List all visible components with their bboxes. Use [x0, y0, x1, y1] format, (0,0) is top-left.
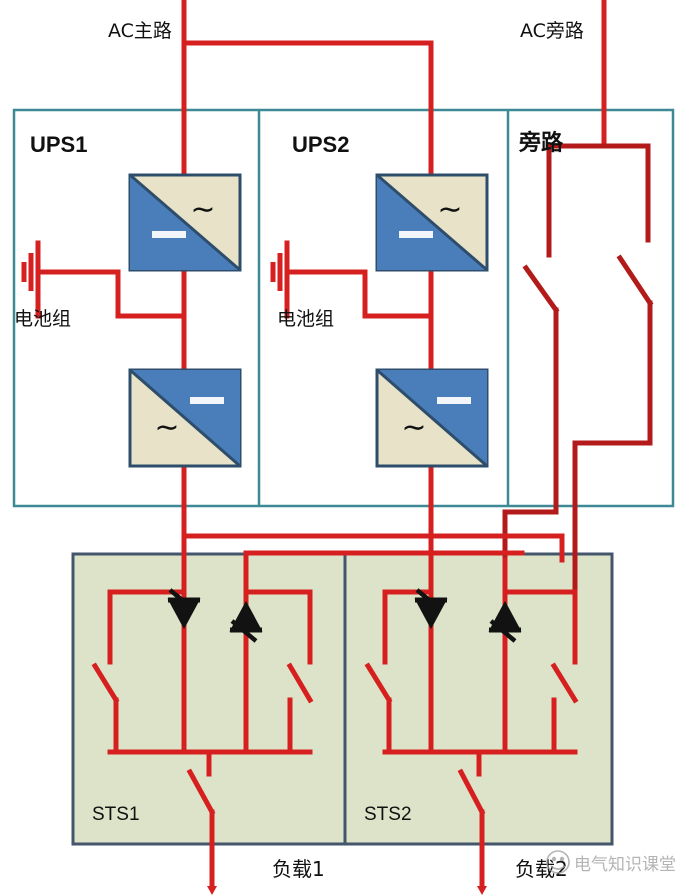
circle-logo-dot-right: [559, 856, 565, 862]
sts2-thyristor-forward: [414, 588, 448, 630]
ups-enclosure-outline: [12, 108, 675, 508]
sts-enclosure-outline: [71, 552, 614, 846]
ups1-rectifier-block: ∼: [128, 173, 242, 272]
label-load1: 负载1: [272, 857, 325, 881]
inverter-2-dc-symbol: [437, 397, 471, 404]
label-sts2: STS2: [364, 804, 412, 825]
sts1-thyristor-forward: [167, 588, 201, 630]
sts2-wiring: [364, 551, 579, 879]
label-ac-main: AC主路: [108, 20, 172, 42]
ups1-inverter-block: ∼: [128, 368, 242, 468]
rectifier-1-ac-symbol: ∼: [190, 193, 215, 226]
ups1-wiring: [35, 240, 187, 557]
inverter-1-diagonal: [129, 368, 241, 468]
label-ups1-title: UPS1: [30, 132, 87, 157]
ac-main-feed-wiring: [181, 0, 434, 178]
rectifier-2-diagonal: [376, 173, 488, 272]
label-ups1-battery: 电池组: [14, 308, 71, 330]
label-ups2-battery: 电池组: [277, 308, 334, 330]
load-arrows: [207, 812, 487, 895]
bypass-switch-b-blade[interactable]: [616, 254, 654, 307]
label-ac-bypass: AC旁路: [520, 20, 584, 42]
diagram-labels: AC主路 AC旁路 UPS1 UPS2 旁路 电池组 电池组 STS1 STS2…: [14, 20, 584, 881]
rectifier-1-dc-symbol: [152, 231, 186, 238]
inverter-2-diagonal: [376, 368, 488, 468]
sts1-switch-left-blade[interactable]: [91, 662, 120, 704]
circle-logo-dot-left: [551, 856, 557, 862]
ups-to-sts-bus-wiring: [181, 533, 565, 595]
inverter-1-dc-symbol: [190, 397, 224, 404]
circle-logo-smile: [550, 865, 566, 870]
rectifier-2-ac-symbol: ∼: [437, 193, 462, 226]
ups2-rectifier-block: ∼: [375, 173, 489, 272]
sts2-switch-left-blade[interactable]: [364, 662, 393, 704]
rectifier-2-dc-symbol: [399, 231, 433, 238]
label-sts1: STS1: [92, 804, 140, 825]
sts2-switch-right-blade[interactable]: [550, 662, 579, 704]
sts2-thyristor-reverse: [488, 600, 522, 643]
ups2-wiring: [284, 240, 434, 557]
thyristor-gate-up-1: [168, 588, 195, 611]
watermark: 电气知识课堂: [546, 850, 676, 875]
ups1-battery-symbol: [21, 253, 34, 291]
inverter-2-ac-symbol: ∼: [401, 411, 426, 444]
sts1-thyristor-reverse: [229, 600, 263, 643]
thyristor-gate-down-2: [489, 619, 517, 643]
circle-logo-icon: [546, 850, 570, 874]
label-ups2-title: UPS2: [292, 132, 349, 157]
sts1-output-switch-blade[interactable]: [186, 768, 216, 816]
inverter-1-ac-symbol: ∼: [154, 411, 179, 444]
watermark-text: 电气知识课堂: [574, 855, 676, 875]
sts1-switch-right-blade[interactable]: [286, 662, 314, 704]
thyristor-gate-down-1: [230, 619, 258, 643]
ups2-inverter-block: ∼: [375, 368, 489, 468]
label-bypass-title: 旁路: [518, 130, 564, 156]
rectifier-1-diagonal: [129, 173, 241, 272]
bypass-switch-a-blade[interactable]: [522, 264, 560, 314]
bypass-panel-wiring: [502, 143, 654, 623]
ups2-battery-symbol: [270, 253, 283, 291]
thyristor-gate-up-2: [415, 588, 442, 611]
sts2-output-switch-blade[interactable]: [457, 768, 486, 816]
panel-boxes: [12, 108, 675, 846]
